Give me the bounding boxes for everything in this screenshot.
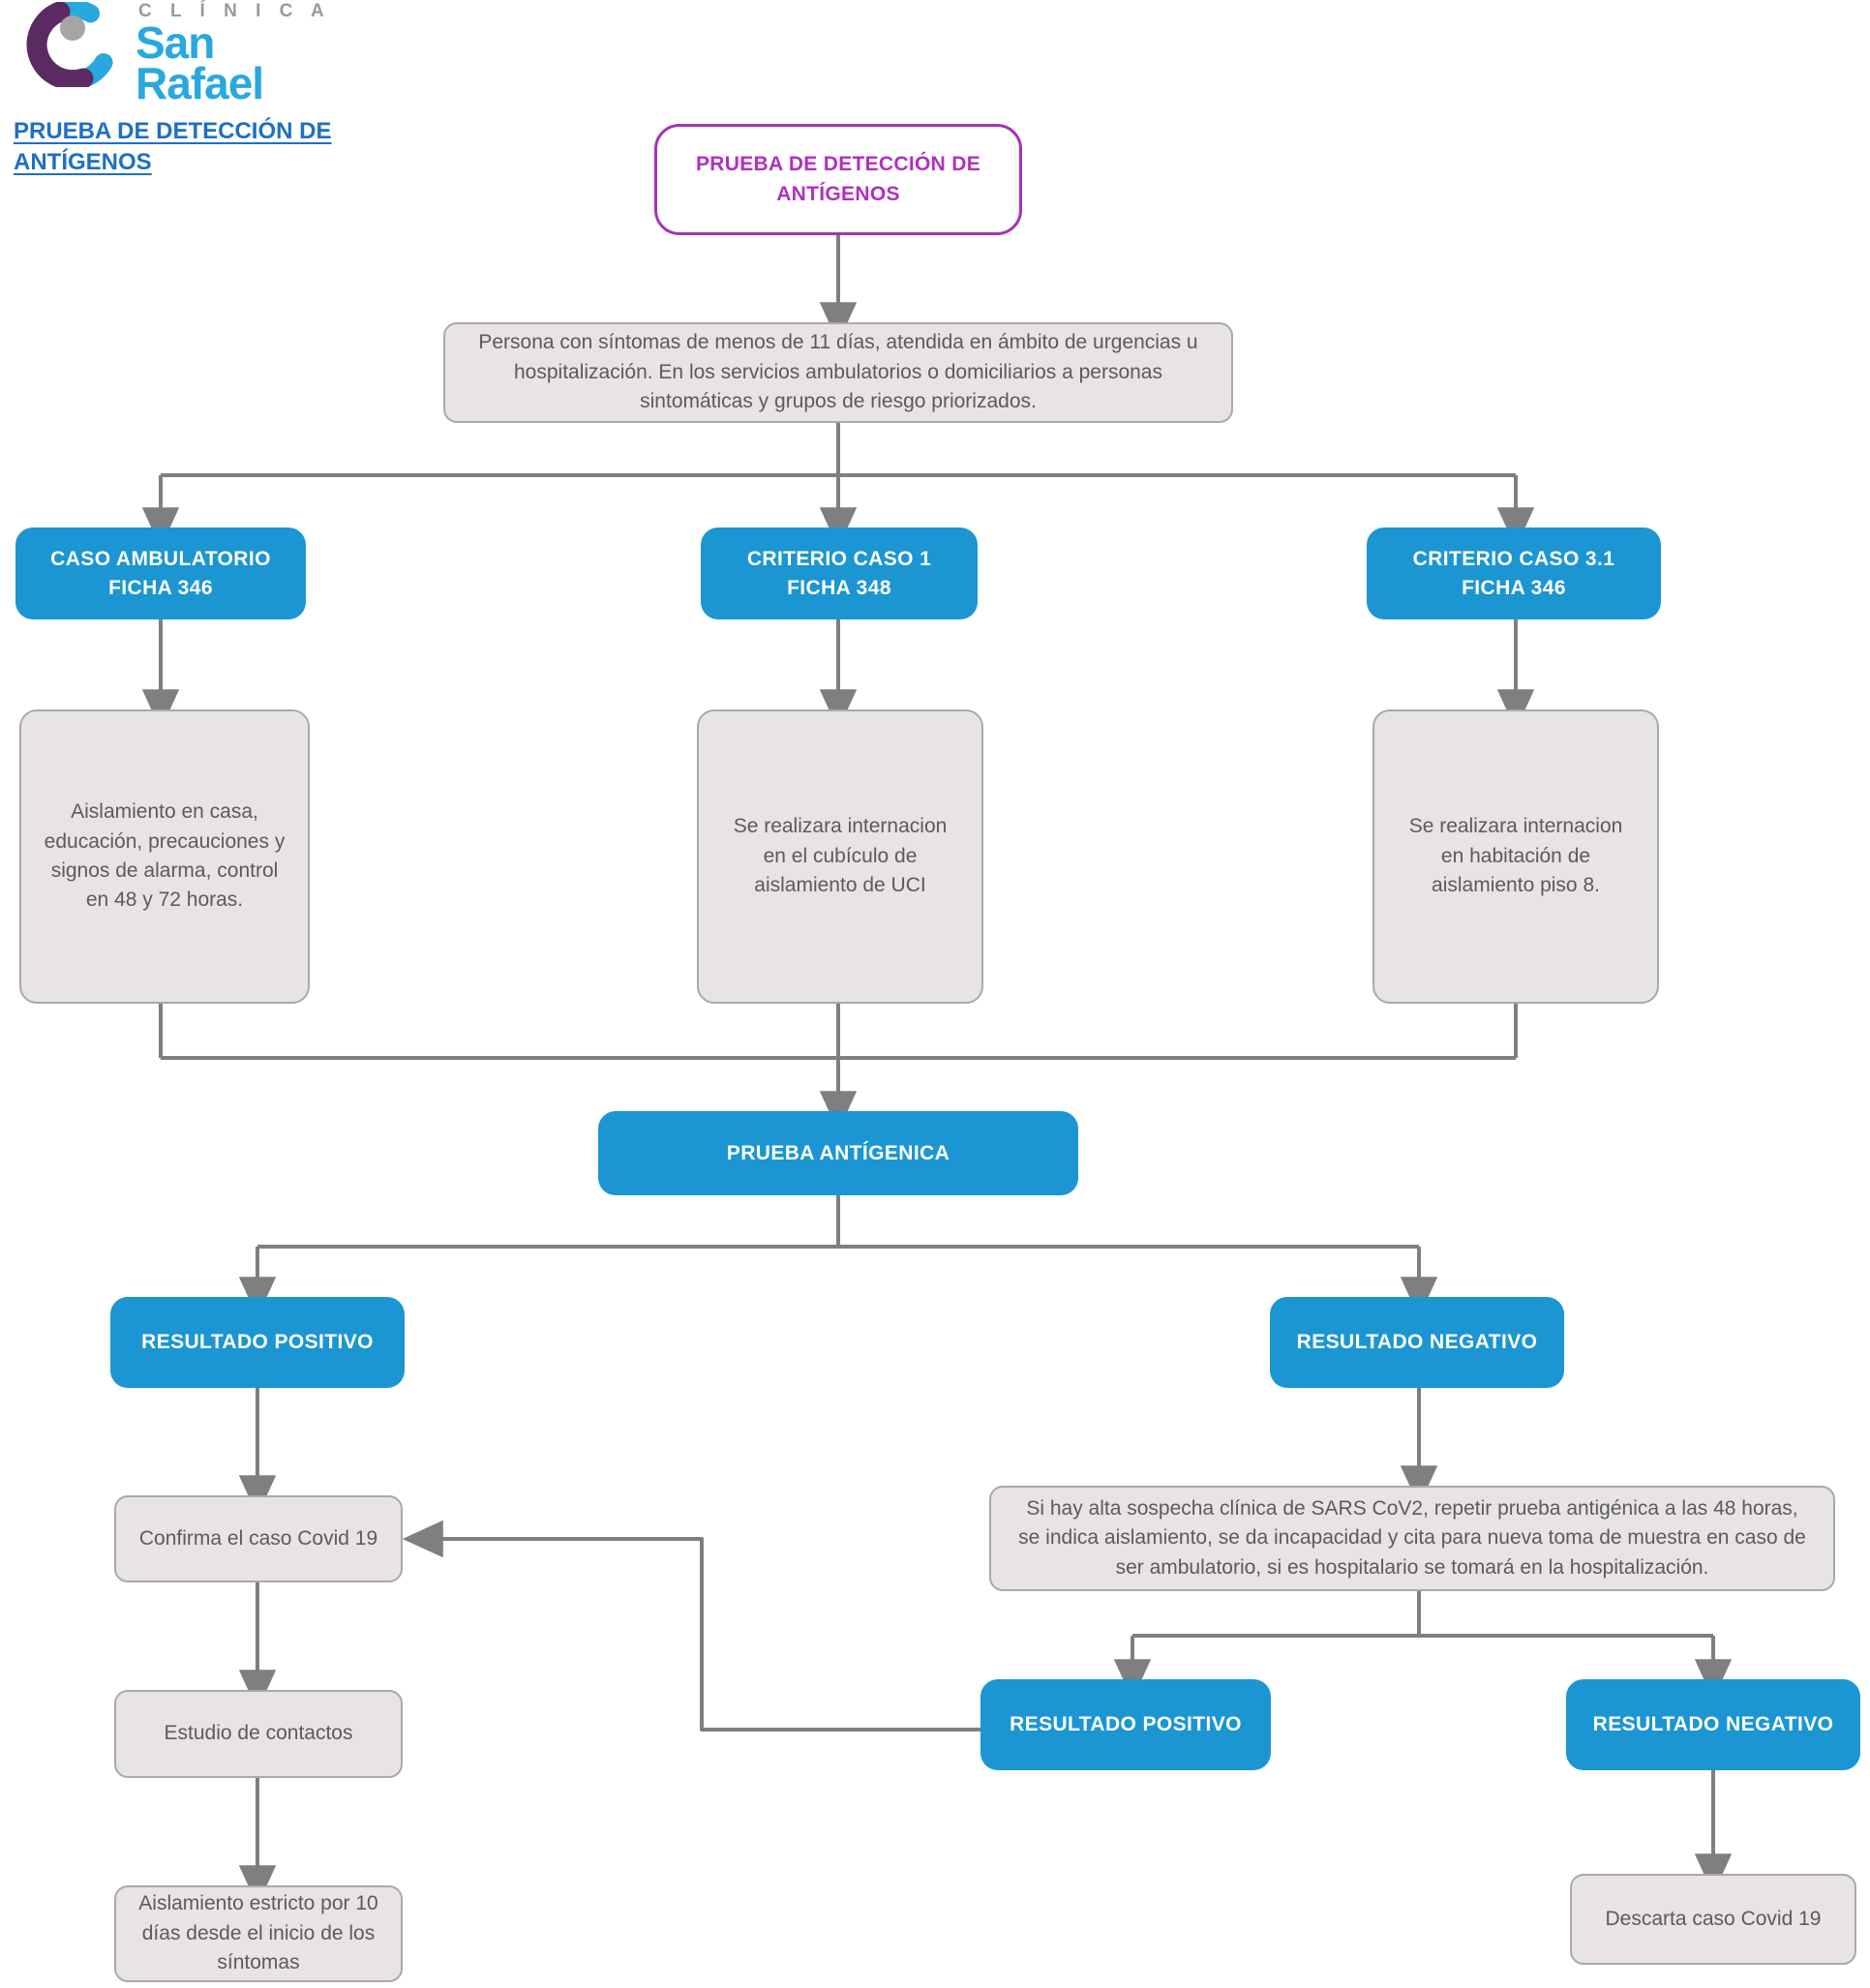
- node-prueba-antigenica-label: PRUEBA ANTÍGENICA: [726, 1141, 950, 1164]
- node-resultado-negativo-1[interactable]: RESULTADO NEGATIVO: [1270, 1297, 1564, 1388]
- node-resultado-positivo-2-label: RESULTADO POSITIVO: [1010, 1713, 1242, 1736]
- brand-wordmark: C L Í N I C A San Rafael: [136, 0, 377, 105]
- clinic-circle-logo-icon: [14, 0, 132, 91]
- node-repetir-prueba-label: Si hay alta sospecha clínica de SARS CoV…: [1018, 1496, 1806, 1579]
- node-estudio-contactos-label: Estudio de contactos: [164, 1722, 353, 1745]
- node-start[interactable]: PRUEBA DE DETECCIÓN DE ANTÍGENOS: [654, 124, 1022, 235]
- node-resultado-positivo-1[interactable]: RESULTADO POSITIVO: [110, 1297, 405, 1388]
- node-resultado-negativo-1-label: RESULTADO NEGATIVO: [1296, 1331, 1538, 1354]
- node-criterio-caso-31[interactable]: CRITERIO CASO 3.1 FICHA 346: [1367, 527, 1661, 619]
- node-resultado-negativo-2[interactable]: RESULTADO NEGATIVO: [1566, 1679, 1860, 1770]
- node-resultado-positivo-1-label: RESULTADO POSITIVO: [141, 1331, 374, 1354]
- page-title: PRUEBA DE DETECCIÓN DE ANTÍGENOS: [14, 118, 332, 176]
- node-accion-ambulatorio-label: Aislamiento en casa, educación, precauci…: [44, 800, 286, 912]
- node-descarta-covid[interactable]: Descarta caso Covid 19: [1570, 1874, 1856, 1965]
- brand-san-text: San: [136, 17, 215, 68]
- node-caso-ambulatorio[interactable]: CASO AMBULATORIO FICHA 346: [15, 527, 306, 619]
- brand-rafael-text: Rafael: [136, 58, 264, 109]
- node-criterio-caso-1-label: CRITERIO CASO 1 FICHA 348: [746, 548, 932, 599]
- node-accion-ambulatorio[interactable]: Aislamiento en casa, educación, precauci…: [19, 709, 310, 1004]
- node-prueba-antigenica[interactable]: PRUEBA ANTÍGENICA: [598, 1111, 1078, 1195]
- node-confirma-covid[interactable]: Confirma el caso Covid 19: [114, 1495, 403, 1582]
- node-accion-piso8-label: Se realizara internacion en habitación d…: [1408, 815, 1623, 897]
- node-criteria[interactable]: Persona con síntomas de menos de 11 días…: [443, 322, 1233, 423]
- node-resultado-positivo-2[interactable]: RESULTADO POSITIVO: [980, 1679, 1271, 1770]
- node-accion-uci-label: Se realizara internacion en el cubículo …: [733, 815, 948, 897]
- node-start-label: PRUEBA DE DETECCIÓN DE ANTÍGENOS: [695, 153, 981, 205]
- node-estudio-contactos[interactable]: Estudio de contactos: [114, 1690, 403, 1778]
- node-accion-piso8[interactable]: Se realizara internacion en habitación d…: [1372, 709, 1659, 1004]
- node-aislamiento-estricto[interactable]: Aislamiento estricto por 10 días desde e…: [114, 1885, 403, 1982]
- node-caso-ambulatorio-label: CASO AMBULATORIO FICHA 346: [50, 548, 271, 599]
- node-descarta-covid-label: Descarta caso Covid 19: [1605, 1907, 1822, 1930]
- node-resultado-negativo-2-label: RESULTADO NEGATIVO: [1592, 1713, 1834, 1736]
- brand-header: C L Í N I C A San Rafael: [0, 0, 387, 203]
- node-aislamiento-estricto-label: Aislamiento estricto por 10 días desde e…: [138, 1892, 378, 1974]
- brand-clinica-text: C L Í N I C A: [138, 1, 331, 21]
- node-criteria-label: Persona con síntomas de menos de 11 días…: [478, 331, 1198, 413]
- node-criterio-caso-1[interactable]: CRITERIO CASO 1 FICHA 348: [701, 527, 978, 619]
- node-accion-uci[interactable]: Se realizara internacion en el cubículo …: [697, 709, 983, 1004]
- node-repetir-prueba[interactable]: Si hay alta sospecha clínica de SARS CoV…: [989, 1486, 1835, 1591]
- node-criterio-caso-31-label: CRITERIO CASO 3.1 FICHA 346: [1412, 548, 1615, 599]
- node-confirma-covid-label: Confirma el caso Covid 19: [138, 1526, 378, 1550]
